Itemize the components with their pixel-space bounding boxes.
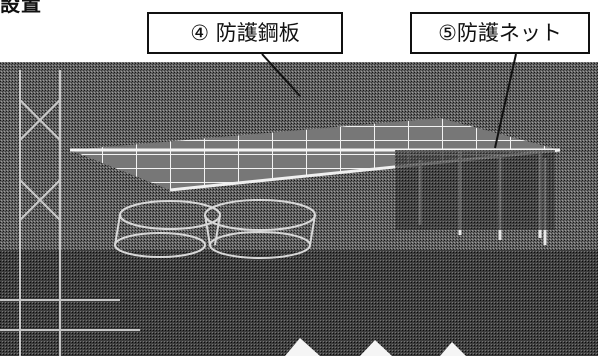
callout-protective-net: ⑤防護ネット bbox=[410, 12, 590, 54]
side-panel bbox=[395, 150, 555, 230]
caption-fragment: 設置 bbox=[0, 0, 42, 16]
callout-steel-plate: ④ 防護鋼板 bbox=[147, 12, 343, 54]
callout-steel-pointer bbox=[261, 53, 301, 97]
floor-highlights bbox=[285, 338, 466, 356]
floor-shadow bbox=[0, 250, 598, 356]
callout-net-pointer bbox=[494, 53, 517, 149]
protective-steel-plate-deck bbox=[70, 118, 561, 192]
scaffolding bbox=[0, 70, 140, 356]
equipment-under-deck bbox=[114, 199, 316, 259]
